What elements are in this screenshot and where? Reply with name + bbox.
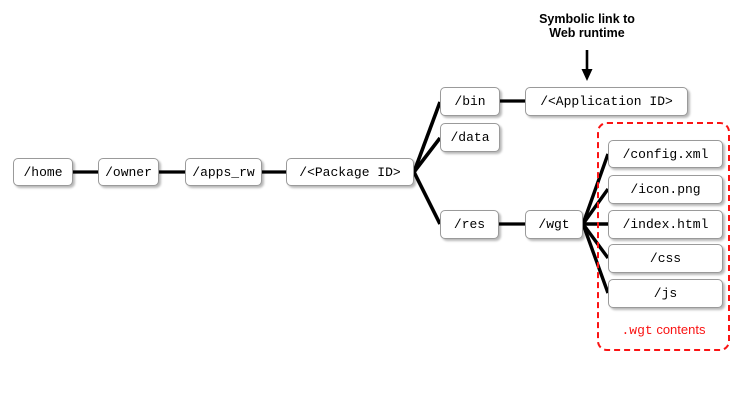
wgt-caption-sans: contents [652, 322, 706, 337]
node-application-id: /<Application ID> [525, 87, 688, 116]
node-css: /css [608, 244, 723, 273]
annotation-arrowhead-icon [581, 69, 593, 81]
node-data: /data [440, 123, 500, 152]
node-index-html: /index.html [608, 210, 723, 239]
node-config-xml: /config.xml [608, 140, 723, 168]
node-icon-png: /icon.png [608, 175, 723, 204]
edge-wgt-css [581, 222, 610, 260]
edge-wgt-config [581, 153, 610, 225]
node-apps-rw: /apps_rw [185, 158, 262, 186]
node-wgt: /wgt [525, 210, 583, 239]
node-res: /res [440, 210, 499, 239]
annotation-line1: Symbolic link to [539, 12, 635, 26]
symbolic-link-annotation: Symbolic link to Web runtime [507, 12, 667, 40]
edge-wgt-icon [581, 188, 610, 225]
wgt-contents-group-outline [597, 122, 730, 351]
node-home: /home [13, 158, 73, 186]
edge-package-bin [412, 101, 442, 173]
node-owner: /owner [98, 158, 159, 186]
edge-package-res [412, 171, 442, 225]
wgt-caption-mono: .wgt [621, 323, 653, 338]
node-package-id: /<Package ID> [286, 158, 414, 186]
edge-wgt-js [581, 223, 610, 294]
wgt-contents-caption: .wgt contents [597, 322, 730, 338]
node-bin: /bin [440, 87, 500, 116]
node-js: /js [608, 279, 723, 308]
annotation-line2: Web runtime [549, 26, 625, 40]
edge-package-data [412, 136, 442, 174]
